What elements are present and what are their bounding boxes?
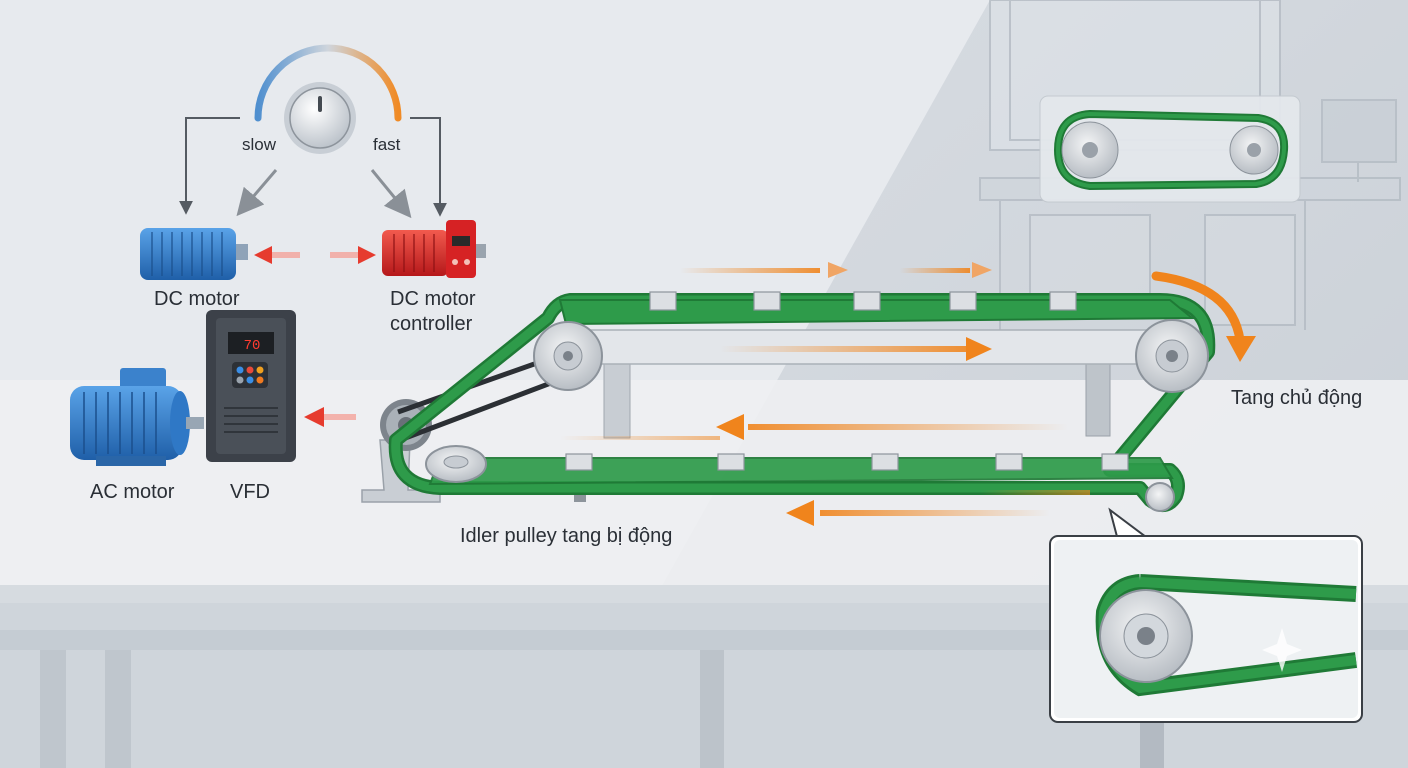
ac-motor-icon bbox=[70, 368, 204, 466]
dc-motor-label: DC motor bbox=[154, 288, 240, 310]
idler-zoom-callout bbox=[1049, 507, 1363, 723]
speed-signal-arrows bbox=[236, 169, 412, 219]
vfd-display: 70 bbox=[244, 338, 261, 354]
vfd-icon: 70 bbox=[206, 310, 296, 462]
slow-label: slow bbox=[242, 135, 277, 154]
vfd-signal-arrow bbox=[304, 407, 356, 427]
dc-controller-icon bbox=[382, 220, 486, 278]
idler-pulley-icon bbox=[425, 445, 487, 483]
idler-pulley-label: Idler pulley tang bị động bbox=[460, 525, 672, 547]
dc-link-arrows bbox=[254, 246, 376, 264]
drive-pulley-label: Tang chủ động bbox=[1231, 387, 1362, 409]
belt-loop-inset bbox=[1039, 95, 1301, 203]
speed-knob-icon bbox=[254, 44, 402, 154]
control-arrows bbox=[179, 117, 447, 217]
rotation-arrow-icon bbox=[1151, 271, 1256, 362]
vfd-label: VFD bbox=[230, 481, 270, 503]
ac-motor-label: AC motor bbox=[90, 481, 175, 503]
dc-controller-label-line1: DC motor bbox=[390, 288, 476, 310]
fast-label: fast bbox=[373, 135, 401, 154]
dc-motor-icon bbox=[140, 228, 248, 280]
dc-controller-label-line2: controller bbox=[390, 313, 473, 335]
drive-pulley-icon bbox=[1135, 319, 1209, 393]
belt-flow-arrows bbox=[560, 262, 1090, 526]
